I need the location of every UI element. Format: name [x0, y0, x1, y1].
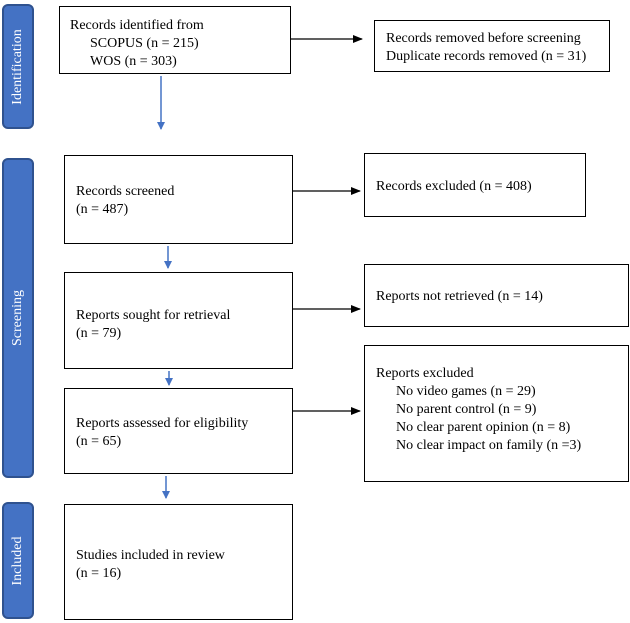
- reason-no-parent-control: No parent control (n = 9): [396, 402, 537, 417]
- studies-included-box: Studies included in review (n = 16): [64, 504, 293, 620]
- reports-excluded-box: Reports excluded No video games (n = 29)…: [364, 345, 629, 482]
- records-screened-title: Records screened: [76, 184, 175, 199]
- duplicates-removed: Duplicate records removed (n = 31): [386, 49, 587, 64]
- reports-not-retrieved-text: Reports not retrieved (n = 14): [376, 289, 543, 304]
- reports-assessed-box: Reports assessed for eligibility (n = 65…: [64, 388, 293, 474]
- records-screened-box: Records screened (n = 487): [64, 155, 293, 244]
- records-identified-box: Records identified from SCOPUS (n = 215)…: [59, 6, 291, 74]
- reason-no-clear-parent-opinion: No clear parent opinion (n = 8): [396, 420, 571, 435]
- reports-sought-box: Reports sought for retrieval (n = 79): [64, 272, 293, 369]
- records-screened-count: (n = 487): [76, 202, 129, 217]
- reports-assessed-count: (n = 65): [76, 434, 122, 449]
- records-removed-title: Records removed before screening: [386, 31, 581, 46]
- records-identified-title: Records identified from: [70, 18, 204, 33]
- reason-no-video-games: No video games (n = 29): [396, 384, 536, 399]
- records-excluded-text: Records excluded (n = 408): [376, 179, 532, 194]
- studies-included-count: (n = 16): [76, 566, 122, 581]
- scopus-count: SCOPUS (n = 215): [90, 36, 199, 51]
- studies-included-title: Studies included in review: [76, 548, 225, 563]
- wos-count: WOS (n = 303): [90, 54, 177, 69]
- reports-not-retrieved-box: Reports not retrieved (n = 14): [364, 264, 629, 327]
- phase-identification: Identification: [2, 4, 34, 129]
- records-excluded-box: Records excluded (n = 408): [364, 153, 586, 217]
- reports-assessed-title: Reports assessed for eligibility: [76, 416, 249, 431]
- phase-included: Included: [2, 502, 34, 619]
- reports-sought-title: Reports sought for retrieval: [76, 308, 231, 323]
- phase-screening: Screening: [2, 158, 34, 478]
- reports-sought-count: (n = 79): [76, 326, 122, 341]
- records-removed-box: Records removed before screening Duplica…: [374, 20, 610, 72]
- reports-excluded-title: Reports excluded: [376, 366, 474, 381]
- reason-no-clear-impact-family: No clear impact on family (n =3): [396, 438, 582, 453]
